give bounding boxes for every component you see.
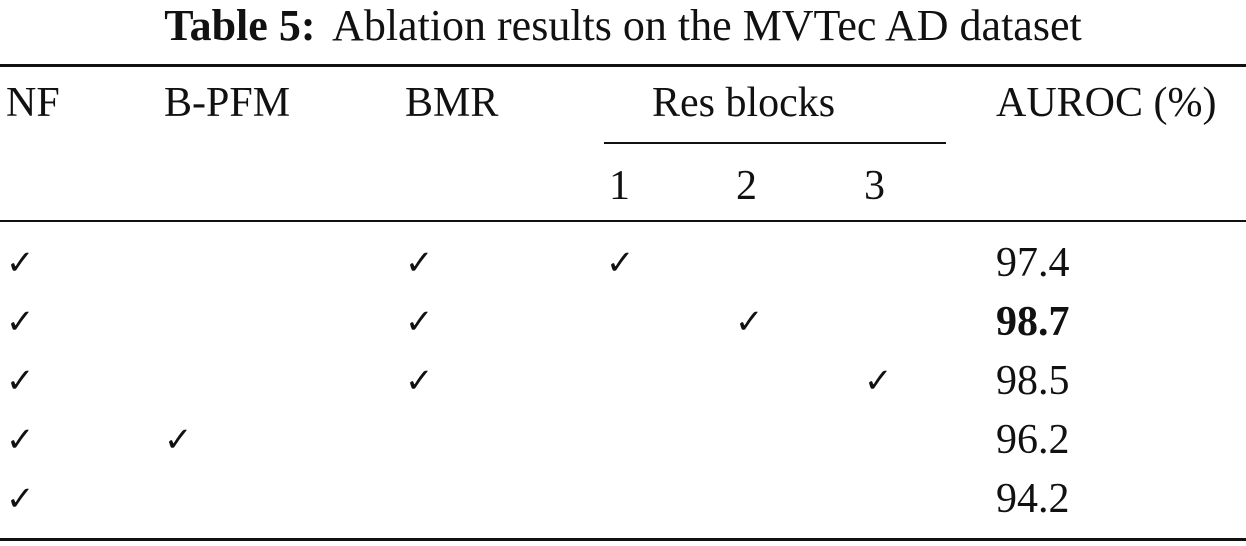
header-auroc: AUROC (%) (996, 80, 1217, 126)
row-3-auroc: 98.5 (996, 358, 1070, 404)
subheader-res-2: 2 (736, 163, 757, 209)
row-4-b-pfm-check: ✓ (164, 420, 193, 460)
table-top-rule (0, 64, 1246, 67)
row-2-nf-check: ✓ (6, 302, 35, 342)
table-header-rule (0, 220, 1246, 222)
row-3-res3-check: ✓ (864, 361, 893, 401)
row-2-auroc-best: 98.7 (996, 299, 1070, 345)
row-1-auroc: 97.4 (996, 240, 1070, 286)
table-caption-text: Ablation results on the MVTec AD dataset (332, 1, 1082, 50)
header-res-blocks: Res blocks (652, 80, 836, 126)
row-1-res1-check: ✓ (606, 243, 635, 283)
row-2-res2-check: ✓ (735, 302, 764, 342)
table-caption-label: Table 5: (164, 1, 316, 50)
subheader-res-1: 1 (609, 163, 630, 209)
row-3-bmr-check: ✓ (405, 361, 434, 401)
row-4-nf-check: ✓ (6, 420, 35, 460)
row-5-auroc: 94.2 (996, 476, 1070, 522)
row-5-nf-check: ✓ (6, 479, 35, 519)
row-1-bmr-check: ✓ (405, 243, 434, 283)
row-2-bmr-check: ✓ (405, 302, 434, 342)
header-bmr: BMR (405, 80, 499, 126)
row-3-nf-check: ✓ (6, 361, 35, 401)
row-1-nf-check: ✓ (6, 243, 35, 283)
header-nf: NF (6, 80, 60, 126)
subheader-res-3: 3 (864, 163, 885, 209)
res-blocks-group-rule (604, 142, 946, 144)
header-b-pfm: B-PFM (164, 80, 291, 126)
table-bottom-rule (0, 538, 1246, 541)
table-caption: Table 5: Ablation results on the MVTec A… (0, 2, 1246, 50)
row-4-auroc: 96.2 (996, 417, 1070, 463)
